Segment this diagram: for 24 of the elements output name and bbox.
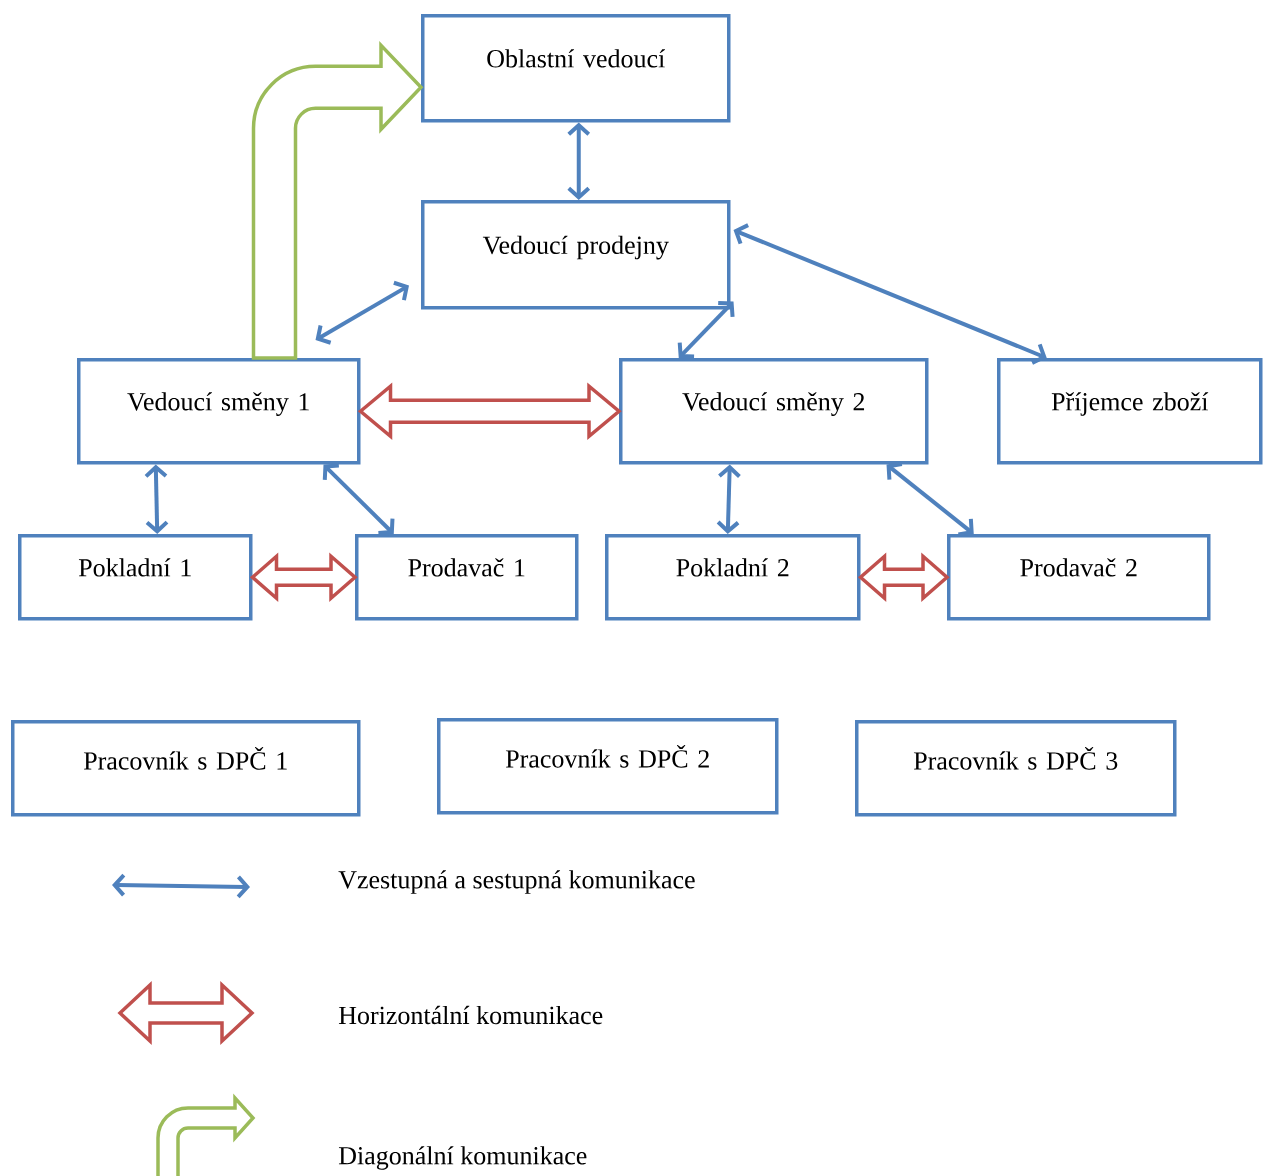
box: Oblastní vedoucí (421, 14, 731, 123)
arrow (677, 300, 735, 359)
arrow (733, 223, 1047, 365)
block-arrow (251, 43, 423, 360)
arrow (144, 464, 169, 534)
box: Vedoucí směny 2 (619, 358, 929, 465)
arrow (886, 462, 974, 537)
box: Příjemce zboží (997, 358, 1263, 465)
arrow (567, 122, 591, 200)
box: Pracovník s DPČ 3 (855, 720, 1177, 817)
box: Prodavač 2 (947, 534, 1211, 621)
legend-label: Diagonální komunikace (338, 1146, 587, 1170)
box: Vedoucí směny 1 (77, 358, 361, 465)
arrow (322, 463, 395, 535)
box: Pracovník s DPČ 2 (437, 718, 779, 815)
box: Pracovník s DPČ 1 (11, 720, 361, 817)
arrow (716, 464, 741, 534)
box: Pokladní 1 (18, 534, 253, 621)
arrow (315, 280, 409, 345)
box: Prodavač 1 (355, 534, 579, 621)
box: Pokladní 2 (605, 534, 861, 621)
legend-label: Horizontální komunikace (338, 1005, 603, 1025)
box: Vedoucí prodejny (421, 200, 731, 310)
legend-label: Vzestupná a sestupná komunikace (338, 870, 695, 894)
